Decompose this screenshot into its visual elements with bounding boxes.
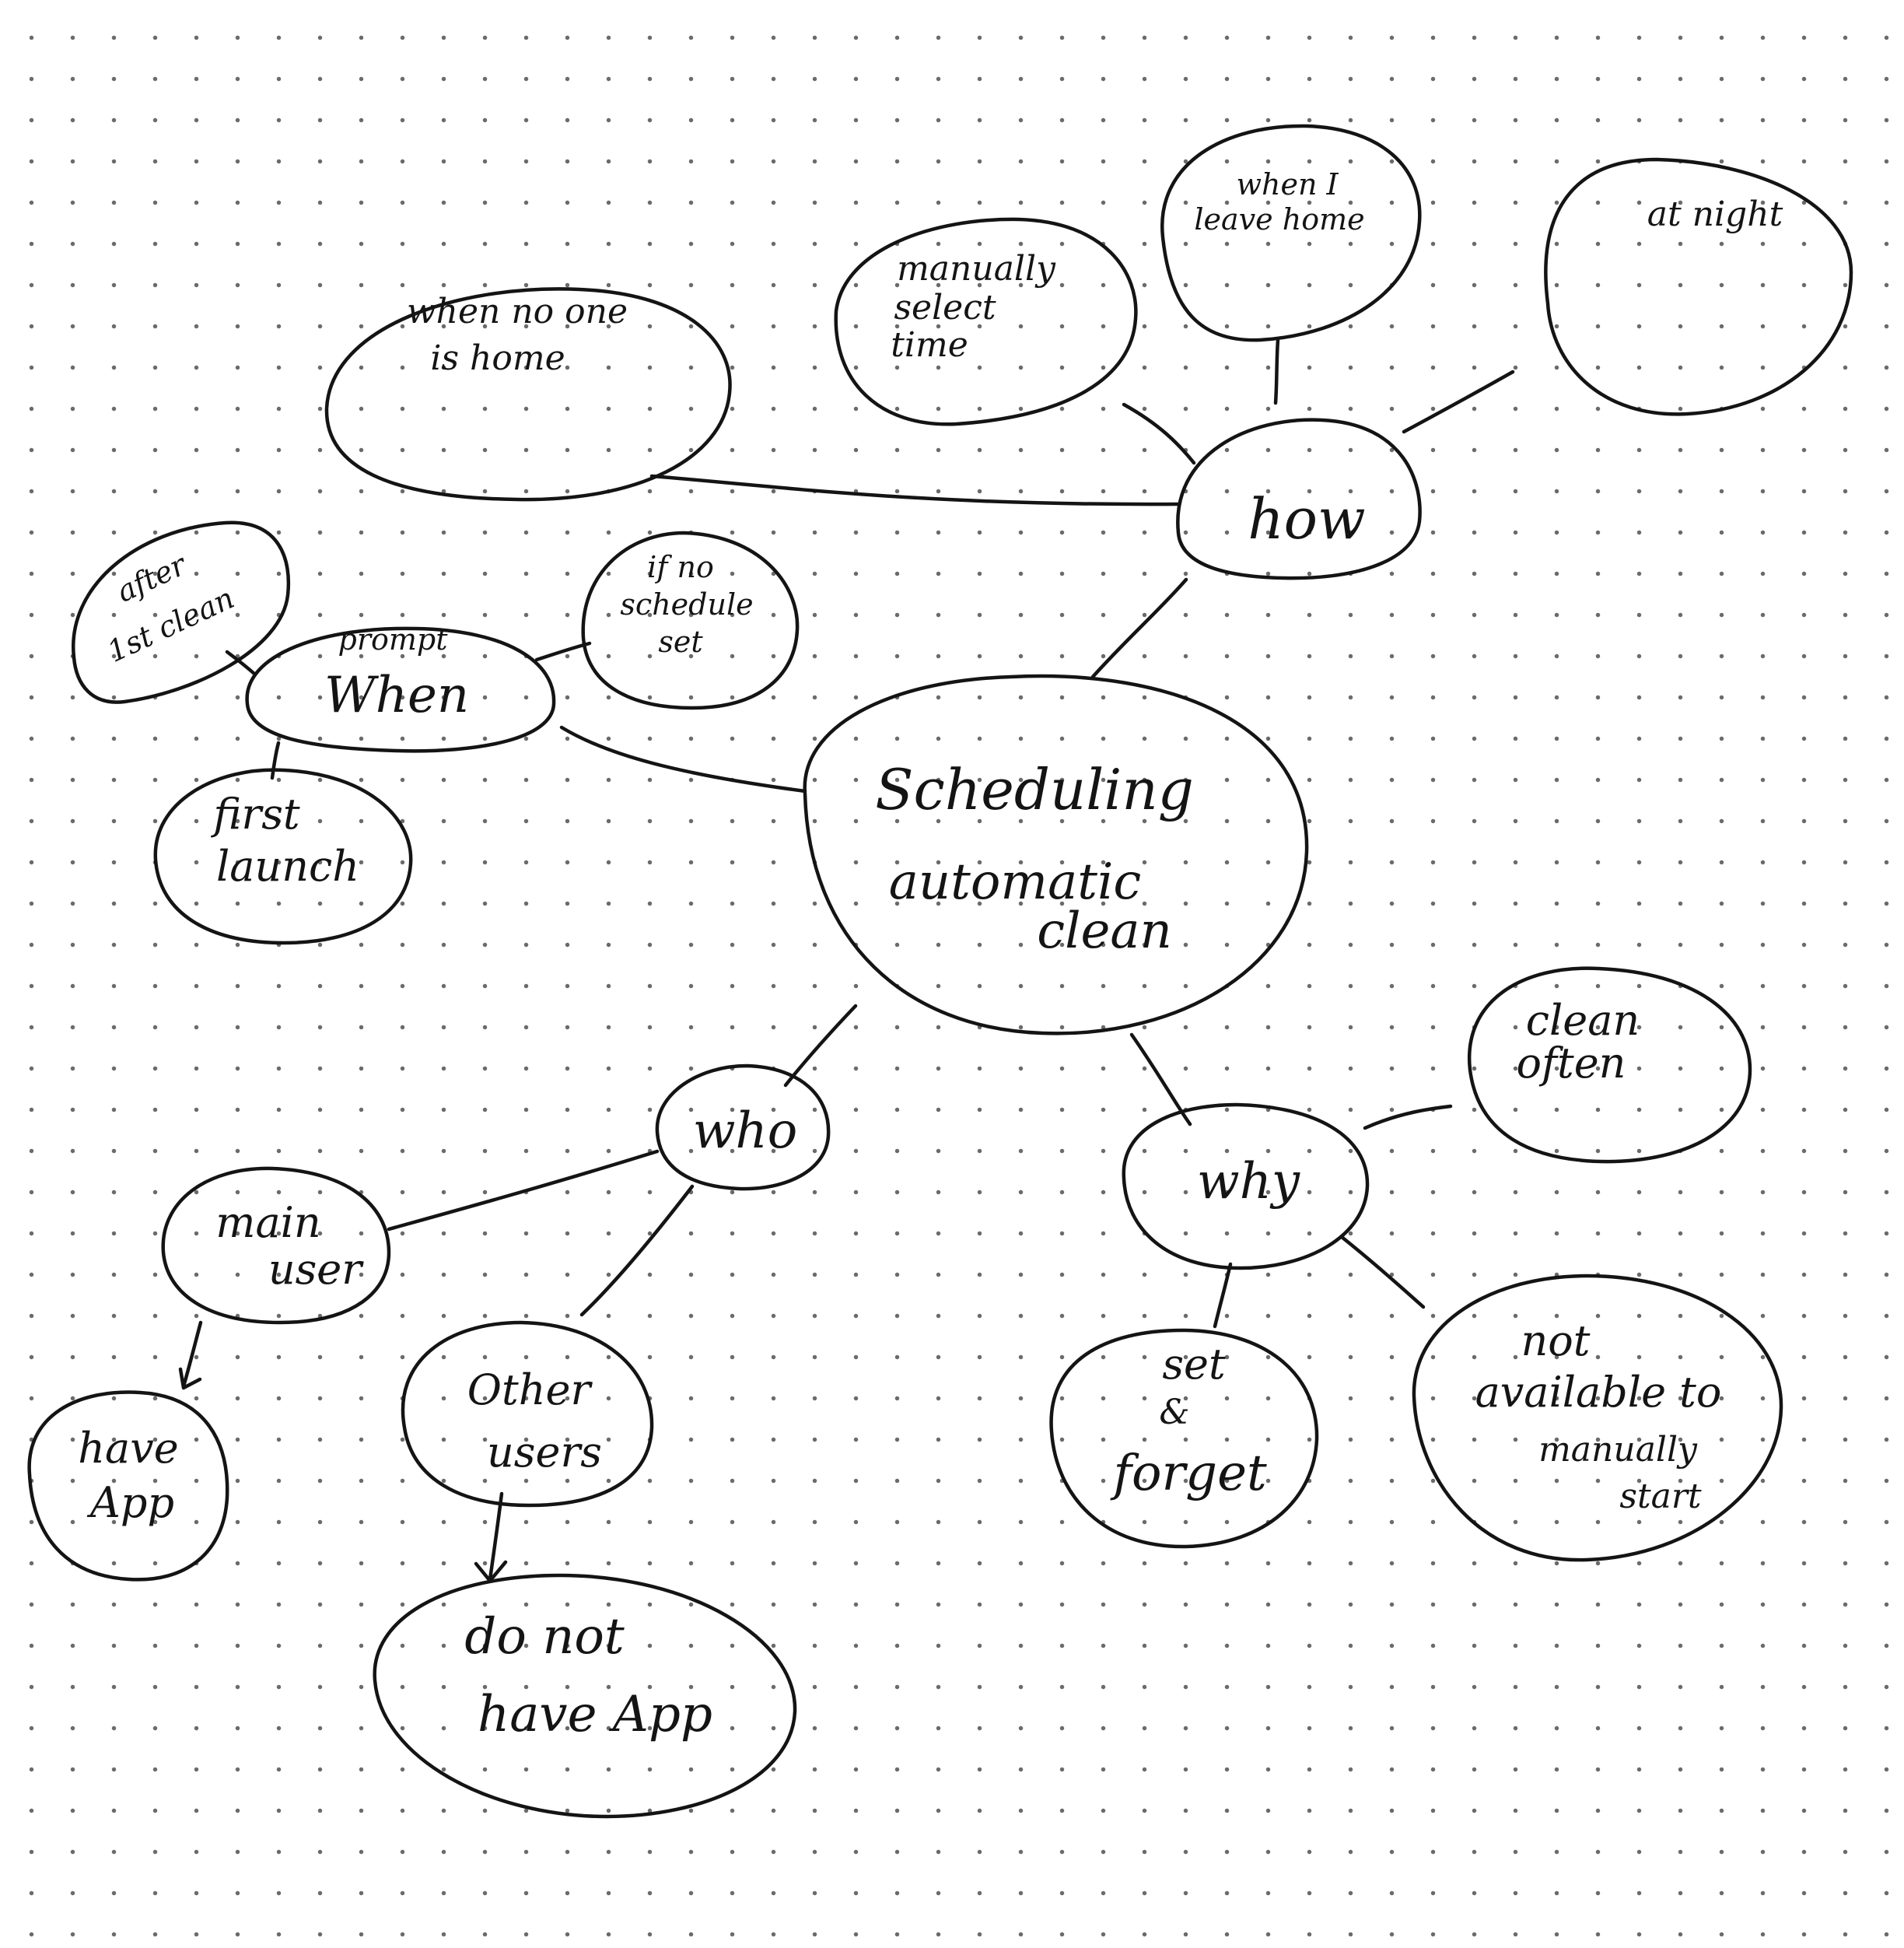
set-forget-line1: set	[1162, 1340, 1226, 1389]
main-user-line1: main	[215, 1198, 320, 1247]
why-node: why	[1122, 1102, 1370, 1270]
have-app-line1: have	[78, 1424, 178, 1473]
other-users-line2: users	[487, 1428, 602, 1477]
at-night-ellipse	[1544, 157, 1853, 416]
connector-main-user-have-app	[181, 1320, 203, 1389]
arrowhead-have-app	[178, 1367, 202, 1390]
no-schedule-ellipse	[581, 531, 800, 710]
manual-time-ellipse	[834, 217, 1138, 426]
why-child-clean-often: clean often	[1467, 966, 1752, 1164]
when-node-label: When	[324, 667, 469, 724]
at-night-line1: at night	[1647, 194, 1783, 234]
not-available-ellipse	[1412, 1274, 1783, 1562]
connector-lines	[178, 338, 1515, 1583]
why-child-not-available: not available to manually start	[1412, 1274, 1783, 1562]
how-node-ellipse	[1176, 418, 1422, 580]
connector-how-at-night	[1402, 370, 1515, 434]
not-available-line1: not	[1521, 1316, 1591, 1365]
connector-why-not-available	[1339, 1235, 1426, 1309]
other-users-line1: Other	[467, 1365, 593, 1414]
connector-who-main-user	[387, 1149, 660, 1232]
how-node: how	[1176, 418, 1422, 580]
clean-often-line2: often	[1517, 1039, 1626, 1088]
central-node-line1: Scheduling	[875, 757, 1194, 822]
leave-home-line2: leave home	[1194, 202, 1364, 236]
how-child-no-one-home: when no one is home	[324, 287, 732, 502]
no-schedule-line2: schedule	[620, 587, 753, 622]
when-node: prompt When	[245, 622, 556, 753]
no-schedule-line3: set	[658, 625, 703, 659]
connector-center-when	[559, 725, 807, 794]
no-one-home-line1: when no one	[407, 292, 628, 331]
why-node-ellipse	[1122, 1102, 1370, 1270]
who-node: who	[655, 1063, 831, 1191]
main-user-line2: user	[268, 1245, 364, 1294]
no-schedule-line1: if no	[647, 550, 714, 584]
set-forget-line2: &	[1159, 1393, 1189, 1432]
leave-home-ellipse	[1160, 124, 1422, 342]
central-node-ellipse	[803, 674, 1309, 1035]
connector-center-why	[1129, 1032, 1192, 1126]
have-app-ellipse	[27, 1390, 229, 1582]
connector-why-clean-often	[1363, 1104, 1453, 1130]
manual-time-line2: select	[894, 288, 996, 328]
who-child-no-app: do not have App	[373, 1573, 797, 1819]
after-clean-ellipse	[71, 520, 291, 704]
when-node-prefix: prompt	[338, 622, 449, 657]
who-child-other-users: Other users	[401, 1320, 654, 1508]
who-child-have-app: have App	[27, 1390, 229, 1582]
connector-how-manual-time	[1122, 402, 1196, 465]
who-child-main-user: main user	[161, 1166, 391, 1325]
no-one-home-line2: is home	[430, 338, 565, 378]
why-child-set-forget: set & forget	[1049, 1328, 1319, 1549]
connector-when-no-schedule	[534, 641, 592, 662]
main-user-ellipse	[161, 1166, 391, 1325]
first-launch-line2: launch	[216, 842, 359, 891]
no-one-home-ellipse	[324, 287, 732, 502]
connector-center-who	[783, 1004, 858, 1088]
when-child-first-launch: first launch	[153, 768, 413, 945]
clean-often-ellipse	[1467, 966, 1752, 1164]
connector-when-first-launch	[270, 741, 281, 780]
central-node-line3: clean	[1037, 902, 1172, 960]
no-app-line2: have App	[478, 1686, 712, 1743]
how-child-leave-home: when I leave home	[1160, 124, 1422, 342]
have-app-line2: App	[86, 1478, 174, 1527]
first-launch-line1: first	[210, 790, 300, 839]
how-child-manual-time: manually select time	[834, 217, 1138, 426]
set-forget-line3: forget	[1110, 1445, 1267, 1502]
set-forget-ellipse	[1049, 1328, 1319, 1549]
leave-home-line1: when I	[1236, 167, 1339, 201]
when-node-ellipse	[245, 626, 556, 753]
no-app-ellipse	[373, 1573, 797, 1819]
central-node: Scheduling automatic clean	[803, 674, 1309, 1035]
when-child-no-schedule: if no schedule set	[581, 531, 800, 710]
why-node-label: why	[1197, 1153, 1300, 1210]
not-available-line2: available to	[1475, 1368, 1722, 1417]
connector-how-leave-home	[1273, 338, 1280, 405]
not-available-line3: manually	[1538, 1430, 1698, 1470]
how-child-at-night: at night	[1544, 157, 1853, 416]
not-available-line4: start	[1619, 1477, 1702, 1516]
other-users-ellipse	[401, 1320, 654, 1508]
how-node-label: how	[1248, 486, 1365, 552]
manual-time-line1: manually	[897, 249, 1056, 289]
no-app-line1: do not	[464, 1608, 625, 1666]
connector-why-set-forget	[1213, 1262, 1233, 1329]
manual-time-line3: time	[891, 325, 968, 365]
who-node-ellipse	[655, 1063, 831, 1191]
connector-when-after-clean	[225, 650, 257, 677]
connector-center-how	[1090, 577, 1188, 679]
who-node-label: who	[693, 1102, 798, 1160]
connector-how-no-one-home	[649, 474, 1181, 506]
first-launch-ellipse	[153, 768, 413, 945]
clean-often-line1: clean	[1526, 996, 1640, 1045]
connector-who-other-users	[579, 1184, 695, 1317]
central-node-line2: automatic	[889, 853, 1142, 911]
